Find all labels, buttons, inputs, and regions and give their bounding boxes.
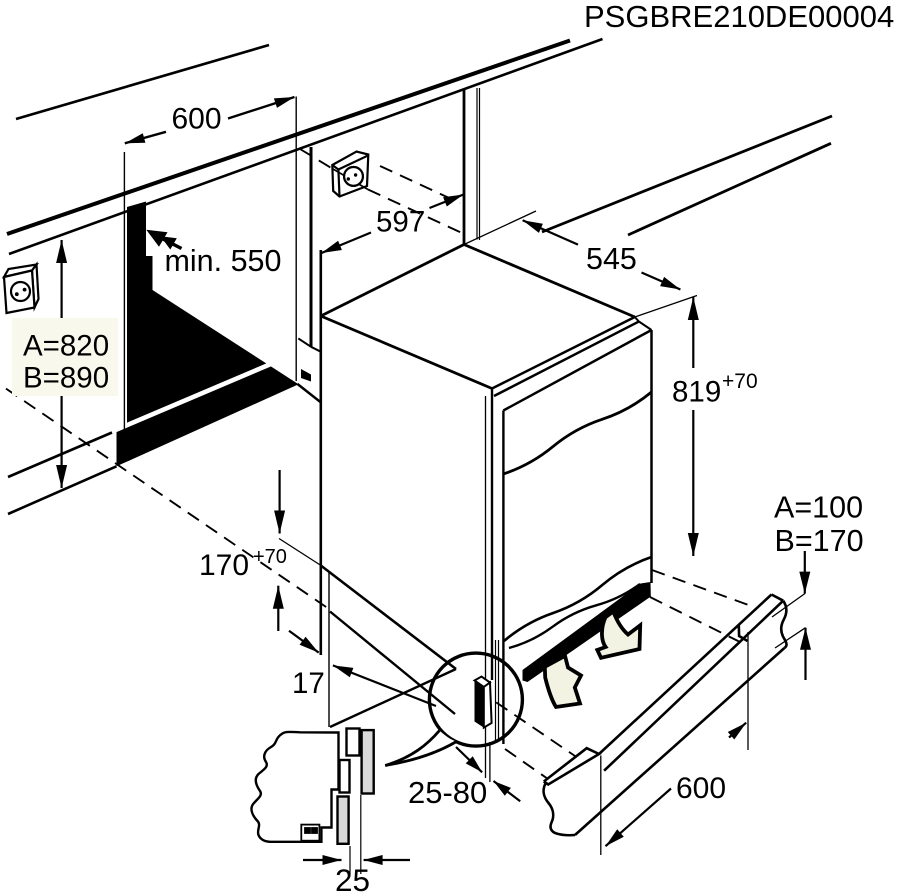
svg-text:+70: +70: [253, 546, 287, 568]
svg-text:17: 17: [292, 667, 325, 700]
svg-text:25: 25: [335, 862, 370, 895]
svg-text:597: 597: [376, 206, 425, 239]
svg-text:25-80: 25-80: [408, 775, 487, 810]
svg-text:600: 600: [172, 102, 222, 135]
svg-text:+70: +70: [722, 370, 758, 393]
svg-text:600: 600: [676, 772, 726, 805]
svg-text:819: 819: [672, 376, 721, 409]
svg-text:PSGBRE210DE00004: PSGBRE210DE00004: [584, 0, 894, 34]
svg-text:A=100: A=100: [774, 491, 863, 525]
svg-text:min. 550: min. 550: [165, 244, 282, 278]
svg-text:A=820: A=820: [23, 330, 109, 363]
svg-text:B=170: B=170: [775, 524, 864, 558]
svg-text:545: 545: [586, 242, 637, 276]
svg-text:B=890: B=890: [23, 362, 109, 395]
svg-text:170: 170: [199, 549, 249, 582]
